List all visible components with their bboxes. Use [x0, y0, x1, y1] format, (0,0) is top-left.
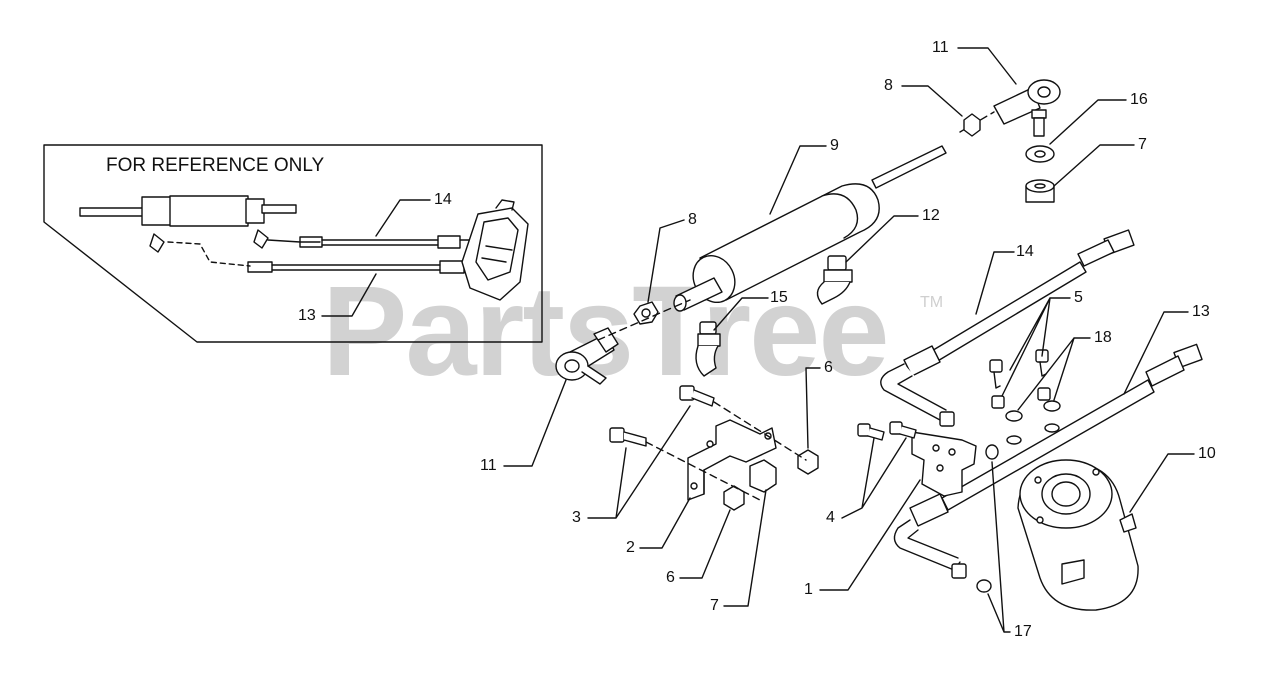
callout-7-bottom: 7 — [710, 597, 719, 614]
callout-5: 5 — [1074, 289, 1083, 306]
bolt-4-a — [857, 423, 885, 441]
reference-box-outline — [43, 144, 543, 343]
callout-14: 14 — [1016, 243, 1034, 260]
leader-3 — [587, 405, 691, 519]
leader-6-right — [805, 367, 821, 449]
nut-8-left — [633, 301, 659, 325]
leader-7-bottom — [723, 489, 767, 607]
callout-9: 9 — [830, 137, 839, 154]
leader-11-top — [957, 47, 1017, 85]
callout-10: 10 — [1198, 445, 1216, 462]
washer-18-d — [1044, 423, 1060, 433]
leader-ref-13 — [321, 273, 377, 317]
reference-title: FOR REFERENCE ONLY — [106, 155, 325, 176]
washer-16 — [1025, 145, 1055, 163]
washer-18-a — [1005, 410, 1023, 422]
washer-18-c — [1006, 435, 1022, 445]
leader-18 — [1017, 337, 1091, 411]
assembly-line-1 — [597, 299, 691, 341]
hydraulic-cylinder — [673, 145, 947, 312]
fitting-12 — [816, 255, 853, 305]
fitting-15 — [695, 321, 721, 377]
washer-18-b — [1043, 400, 1061, 412]
leader-15 — [713, 297, 769, 331]
callout-6-bottom: 6 — [666, 569, 675, 586]
ref-steering-unit — [461, 199, 529, 301]
bolt-4-b — [889, 421, 917, 439]
bolt-3-b — [679, 385, 715, 407]
nut-6-bottom — [723, 485, 745, 511]
callout-3: 3 — [572, 509, 581, 526]
rod-end-11-left — [555, 327, 619, 385]
callout-12: 12 — [922, 207, 940, 224]
nut-7-bottom — [749, 459, 777, 493]
rod-end-11-top — [993, 79, 1061, 125]
callout-8-left: 8 — [688, 211, 697, 228]
callout-17: 17 — [1014, 623, 1032, 640]
leader-5 — [1001, 297, 1071, 397]
callout-13: 13 — [1192, 303, 1210, 320]
nut-8-top — [963, 113, 981, 137]
nut-6-right — [797, 449, 819, 475]
ref-cylinder — [79, 195, 297, 253]
steering-unit-10 — [1017, 459, 1139, 611]
leader-11-left — [503, 379, 567, 467]
leader-7-top — [1053, 144, 1135, 187]
callout-2: 2 — [626, 539, 635, 556]
callout-11-top: 11 — [932, 39, 949, 56]
bolt-3-a — [609, 427, 647, 447]
leader-2 — [639, 497, 691, 549]
nut-7-top — [1025, 179, 1055, 203]
leader-1 — [819, 479, 921, 591]
leader-8-top — [901, 85, 963, 117]
leader-17 — [987, 461, 1011, 633]
leader-13 — [1123, 311, 1189, 395]
leader-16 — [1049, 99, 1127, 145]
callout-6-right: 6 — [824, 359, 833, 376]
assembly-line-3 — [713, 401, 807, 461]
callout-18: 18 — [1094, 329, 1112, 346]
bracket-1 — [911, 431, 977, 497]
leader-ref-14 — [375, 199, 431, 237]
ref-callout-13: 13 — [298, 307, 316, 324]
callout-1: 1 — [804, 581, 813, 598]
leader-12 — [845, 215, 919, 263]
leader-6-bottom — [679, 509, 731, 579]
leader-14 — [975, 251, 1015, 315]
callout-4: 4 — [826, 509, 835, 526]
ref-hoses — [167, 235, 491, 274]
callout-11-left: 11 — [480, 457, 497, 474]
leader-9 — [769, 145, 827, 215]
callout-7-top: 7 — [1138, 136, 1147, 153]
hose-14 — [880, 229, 1135, 427]
leader-10 — [1129, 453, 1195, 513]
o-ring-17-b — [976, 579, 992, 593]
callout-15: 15 — [770, 289, 788, 306]
bolts-5 — [989, 349, 1051, 409]
leader-4 — [841, 437, 907, 519]
o-ring-17-a — [985, 444, 999, 460]
callout-16: 16 — [1130, 91, 1148, 108]
leader-8-left — [647, 219, 685, 303]
callout-8-top: 8 — [884, 77, 893, 94]
hose-13 — [893, 343, 1203, 579]
assembly-line-2 — [645, 441, 761, 501]
bolt-16 — [1031, 109, 1047, 137]
trademark-mark: TM — [920, 294, 944, 311]
ref-callout-14: 14 — [434, 191, 452, 208]
